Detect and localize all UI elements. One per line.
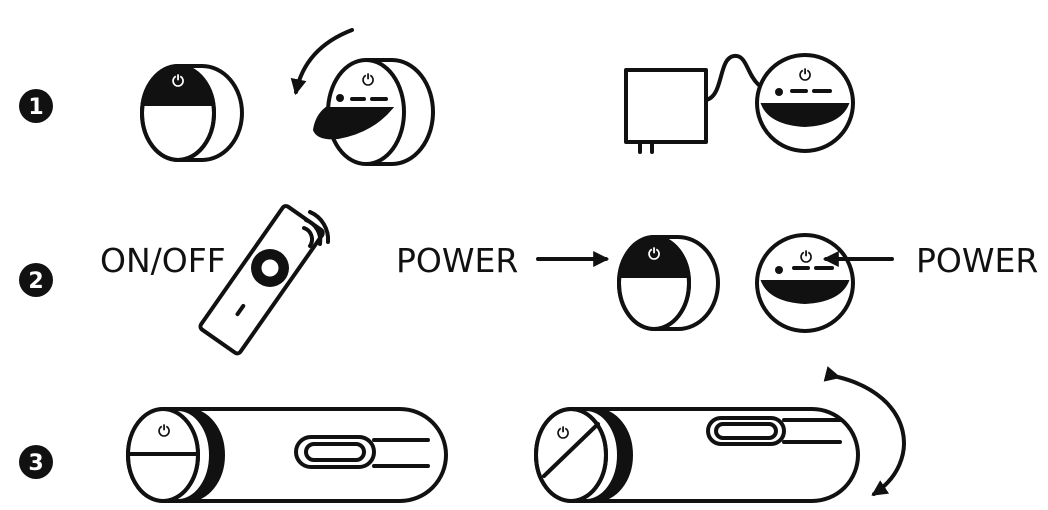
charging-cable xyxy=(704,54,782,102)
device-power-closed: ⏻ xyxy=(617,235,720,331)
charging-port-dot xyxy=(775,88,783,96)
device-lid-open: ⏻ xyxy=(312,58,435,166)
slide-switch-slot xyxy=(706,416,786,446)
step-1-number: 1 xyxy=(28,95,43,120)
power-label-right: POWER xyxy=(916,241,1038,280)
open-lid-flap xyxy=(312,107,395,140)
rotate-double-arrow-icon xyxy=(823,366,906,496)
power-icon: ⏻ xyxy=(362,71,374,89)
indicator-dot xyxy=(775,266,783,274)
indicator-dot xyxy=(336,94,344,102)
power-icon: ⏻ xyxy=(172,72,184,90)
power-icon: ⏻ xyxy=(800,248,812,266)
device-body-closed: ⏻ xyxy=(126,407,448,503)
slide-switch-slot xyxy=(294,435,376,469)
slide-switch-knob[interactable] xyxy=(304,442,366,462)
power-icon: ⏻ xyxy=(158,422,170,440)
power-adapter xyxy=(624,68,708,154)
step-1-badge: 1 xyxy=(19,89,53,123)
power-icon: ⏻ xyxy=(799,66,811,84)
step-3-number: 3 xyxy=(28,451,43,476)
signal-waves-icon xyxy=(302,210,331,248)
on-off-label: ON/OFF xyxy=(100,241,226,280)
slide-switch-knob[interactable] xyxy=(714,422,778,440)
step-3-badge: 3 xyxy=(19,445,53,479)
device-body-rotated: ⏻ xyxy=(534,407,860,503)
device-charging: ⏻ xyxy=(755,53,855,153)
remote-on-off-button[interactable] xyxy=(251,249,289,287)
device-power-open: ⏻ xyxy=(755,233,855,333)
step-2-badge: 2 xyxy=(19,263,53,297)
power-label-left: POWER xyxy=(396,241,518,280)
rotate-arrow-icon xyxy=(290,28,354,96)
power-icon: ⏻ xyxy=(557,424,569,442)
step-2-number: 2 xyxy=(28,269,43,294)
power-icon: ⏻ xyxy=(648,245,660,263)
device-cap-closed: ⏻ xyxy=(140,64,244,162)
